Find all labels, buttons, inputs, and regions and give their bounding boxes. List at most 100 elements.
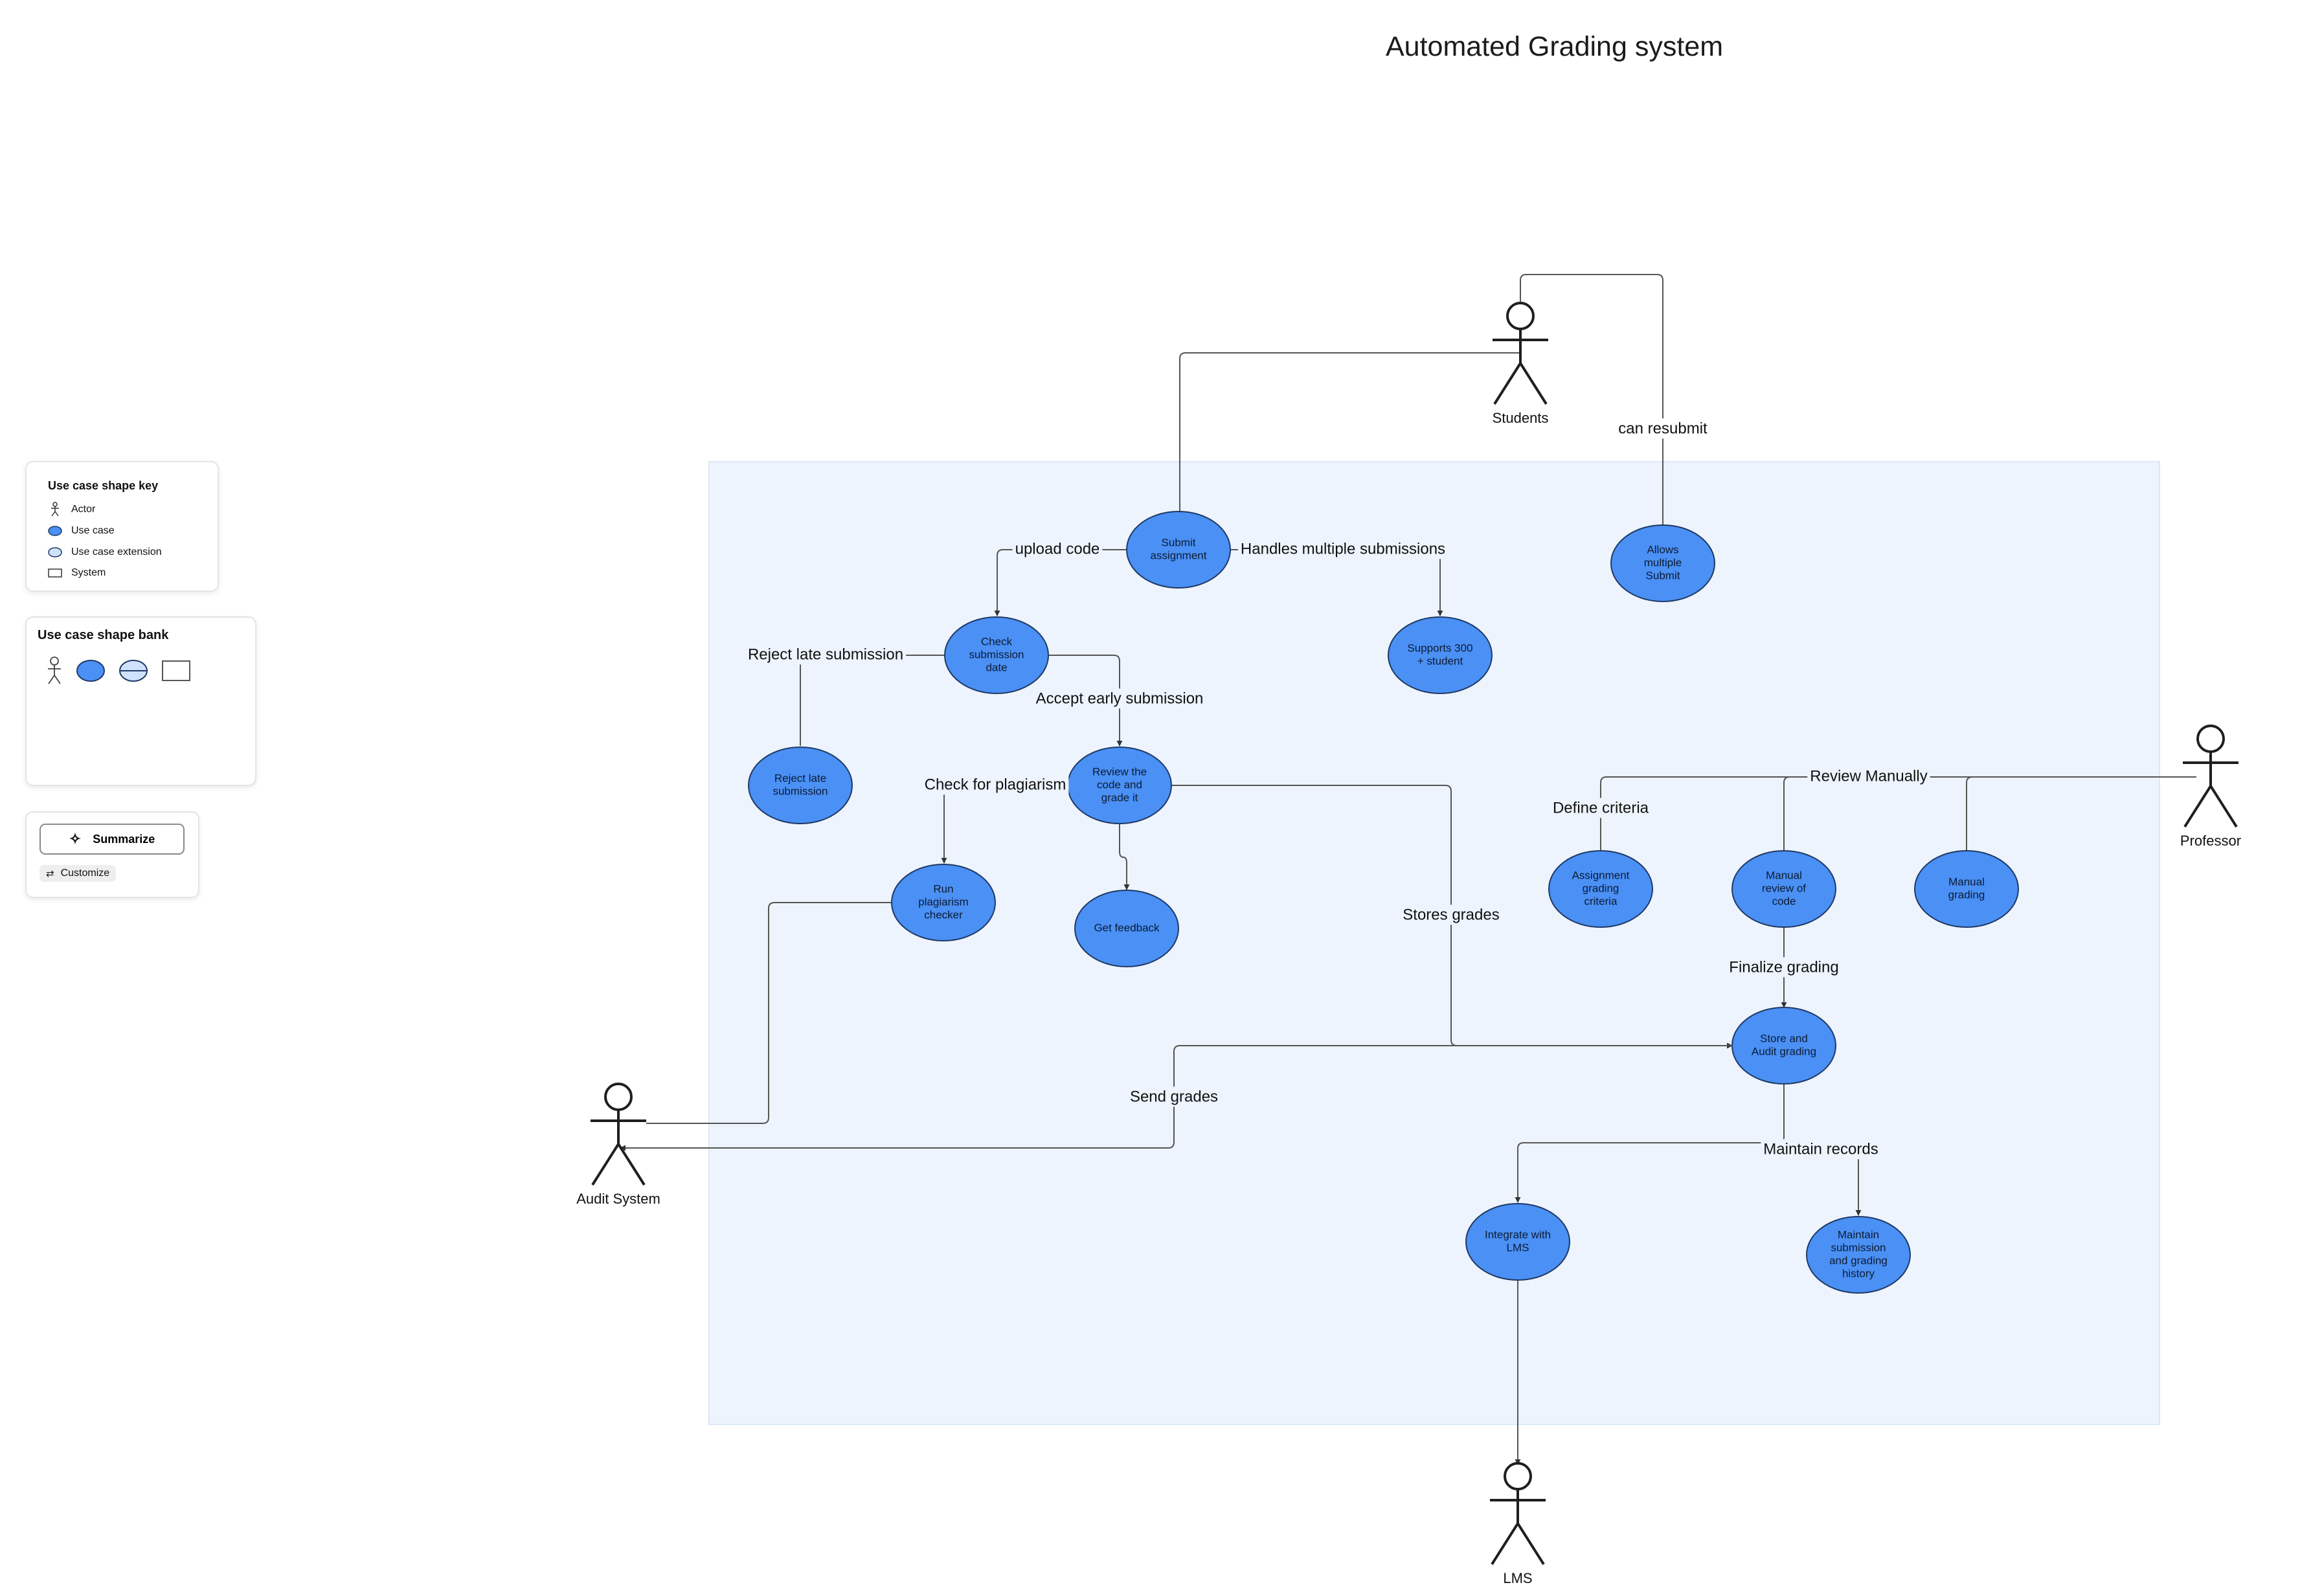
use-case-ellipse[interactable] — [891, 864, 996, 941]
edge-label-background — [1616, 418, 1711, 439]
edge-label-background — [1237, 539, 1449, 559]
edge-label-background — [1807, 766, 1930, 787]
use-case-ellipse[interactable] — [748, 747, 853, 824]
key-row-use-case: Use case — [48, 523, 115, 539]
use-case-label: history — [1842, 1267, 1875, 1279]
edge-label-background — [1550, 798, 1652, 818]
edge-label-text: Reject late submission — [748, 646, 903, 663]
use-case-label: Manual — [1766, 869, 1802, 881]
customize-label: Customize — [60, 868, 110, 879]
actor-head — [1504, 1462, 1532, 1490]
edge-label-background — [1012, 539, 1103, 559]
use-case-label: submission — [1831, 1241, 1886, 1253]
use-case-ellipse[interactable] — [1806, 1216, 1911, 1294]
connector-line[interactable] — [994, 549, 1127, 616]
edge-label-can-resubmit: can resubmit — [1616, 418, 1711, 439]
edge-label-background — [1400, 905, 1502, 925]
edge-label-text: Check for plagiarism — [925, 776, 1066, 793]
connector-line[interactable] — [1783, 776, 1790, 851]
use-case-ellipse[interactable] — [1731, 1007, 1836, 1085]
connector-line[interactable] — [1119, 824, 1130, 890]
actor-audit[interactable]: Audit System — [576, 1083, 660, 1207]
edge-label-finalize-grading: Finalize grading — [1726, 957, 1842, 978]
use-case-ellipse[interactable] — [1548, 850, 1653, 928]
key-label-system: System — [71, 567, 106, 578]
actor-students[interactable]: Students — [1493, 302, 1549, 426]
use-case-ellipse[interactable] — [944, 616, 1049, 694]
use-case-label: code and — [1097, 778, 1142, 791]
use-case-ellipse[interactable] — [1731, 850, 1836, 928]
swap-icon: ⇄ — [46, 868, 54, 879]
use-case-feedback[interactable]: Get feedback — [1074, 890, 1179, 967]
actor-leg — [2183, 785, 2212, 828]
connector-line[interactable] — [646, 902, 892, 1124]
actor-professor[interactable]: Professor — [2180, 725, 2241, 849]
actor-head — [2196, 725, 2225, 753]
use-case-label: checker — [924, 908, 963, 921]
use-case-supports[interactable]: Supports 300+ student — [1388, 616, 1493, 694]
actor-label: Students — [1493, 410, 1549, 426]
use-case-label: + student — [1417, 655, 1463, 667]
connector-line[interactable] — [1179, 352, 1520, 511]
key-label-use-case-extension: Use case extension — [71, 546, 162, 557]
bank-use-case-extension-icon[interactable] — [118, 659, 148, 686]
use-case-shape-bank: Use case shape bank — [25, 616, 256, 786]
edge-label-stores-grades: Stores grades — [1400, 905, 1502, 925]
edge-label-accept-early: Accept early submission — [1033, 688, 1206, 709]
actor-label: LMS — [1503, 1570, 1532, 1586]
use-case-ellipse[interactable] — [1388, 616, 1493, 694]
edge-label-text: Review Manually — [1810, 767, 1927, 785]
use-case-label: assignment — [1151, 549, 1207, 561]
bank-system-icon[interactable] — [161, 659, 191, 686]
bank-actor-icon[interactable] — [46, 657, 63, 688]
use-case-ellipse[interactable] — [1465, 1203, 1570, 1281]
actor-leg — [1516, 1522, 1545, 1566]
use-case-extension-icon — [48, 545, 62, 559]
connector-line[interactable] — [1600, 776, 2196, 851]
edge-label-text: upload code — [1015, 540, 1100, 557]
use-case-label: Submit — [1646, 569, 1680, 581]
customize-button[interactable]: ⇄ Customize — [39, 865, 117, 882]
edge-label-text: Define criteria — [1553, 799, 1649, 816]
actor-head — [1506, 302, 1535, 330]
actor-leg — [591, 1143, 620, 1186]
shape-bank-title: Use case shape bank — [38, 628, 169, 642]
use-case-label: Allows — [1647, 543, 1678, 556]
edge-label-background — [745, 644, 907, 665]
actor-leg — [617, 1143, 646, 1186]
use-case-ellipse[interactable] — [1126, 511, 1231, 589]
use-case-ellipse[interactable] — [1610, 524, 1715, 602]
actor-leg — [2209, 785, 2238, 828]
use-case-ellipse[interactable] — [1914, 850, 2019, 928]
edge-label-text: Stores grades — [1403, 906, 1499, 923]
use-case-label: code — [1772, 895, 1796, 907]
connector-line[interactable] — [1520, 274, 1663, 525]
edge-label-background — [1761, 1139, 1881, 1160]
use-case-shape-key: Use case shape key Actor Use case Use ca… — [25, 461, 219, 592]
edge-label-maintain-records: Maintain records — [1761, 1139, 1881, 1160]
actor-lms[interactable]: LMS — [1490, 1462, 1546, 1586]
summarize-label: Summarize — [93, 832, 155, 846]
bank-use-case-icon[interactable] — [76, 659, 106, 686]
use-case-label: Store and — [1760, 1032, 1808, 1044]
actor-icon — [48, 502, 62, 517]
use-case-label: Assignment — [1572, 869, 1630, 881]
connector-line[interactable] — [1048, 655, 1123, 747]
connector-line[interactable] — [1966, 776, 1973, 851]
summarize-panel: ✧ Summarize ⇄ Customize — [25, 811, 199, 898]
use-case-ellipse[interactable] — [1074, 890, 1179, 967]
summarize-button[interactable]: ✧ Summarize — [39, 824, 185, 855]
